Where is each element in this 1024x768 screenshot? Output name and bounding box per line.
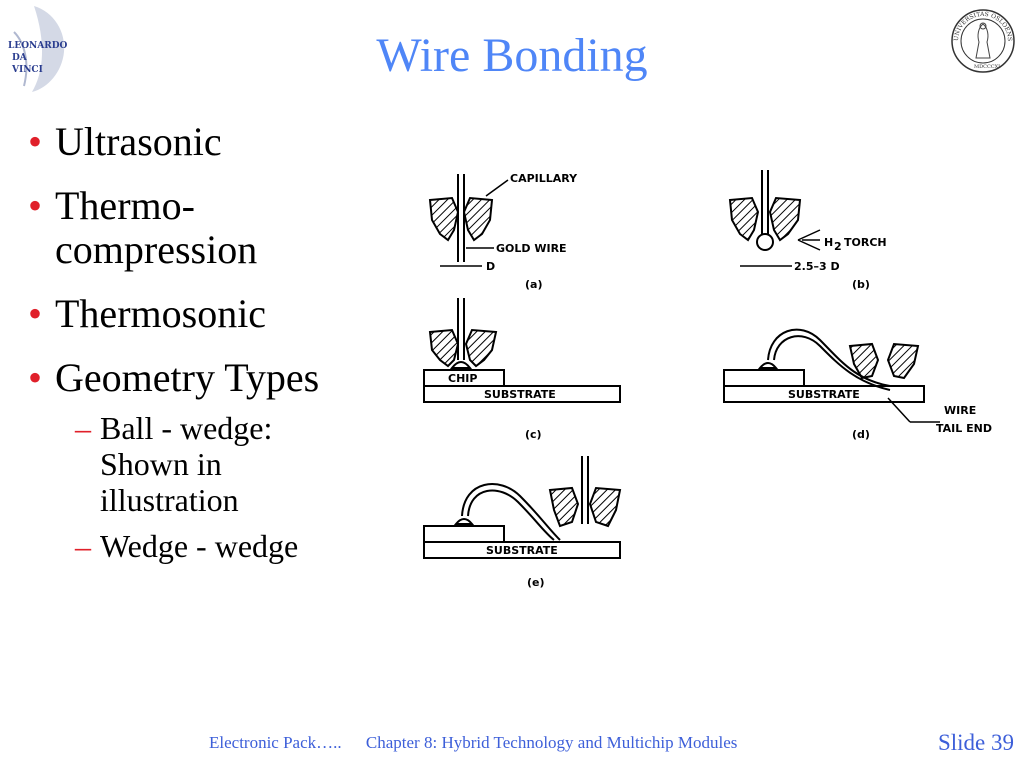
bullet-marker: •	[28, 119, 43, 164]
sub-bullet-text: Wedge - wedge	[100, 528, 299, 564]
sub-bullet-list: – Ball - wedge: Shown in illustration – …	[55, 410, 378, 564]
bullet-text: Thermosonic	[55, 291, 267, 336]
university-seal: UNIVERSITAS OSLOENSIS MDCCCXI	[950, 8, 1015, 73]
label-capillary: CAPILLARY	[510, 172, 578, 185]
bullet-text-cont: compression	[55, 227, 258, 272]
bullet-marker: •	[28, 355, 43, 400]
footer: Electronic Pack….. Chapter 8: Hybrid Tec…	[209, 733, 757, 753]
panel-d: SUBSTRATE WIRE TAIL END (d)	[723, 328, 992, 441]
bullet-geometry-types: • Geometry Types – Ball - wedge: Shown i…	[28, 355, 378, 565]
label-a: (a)	[525, 278, 542, 291]
panel-e: SUBSTRATE (e)	[423, 456, 622, 589]
sub-bullet-text: Ball - wedge:	[100, 410, 273, 446]
label-wire: WIRE	[944, 404, 976, 417]
label-d-panel: (d)	[852, 428, 870, 441]
label-dim: 2.5–3 D	[794, 260, 840, 273]
wire-bonding-diagram: CAPILLARY GOLD WIRE D (a) H 2 TORCH 2.5–…	[423, 170, 992, 589]
bullet-text: Geometry Types	[55, 355, 320, 400]
panel-a: CAPILLARY GOLD WIRE D (a)	[428, 172, 578, 291]
label-substrate-e: SUBSTRATE	[486, 544, 558, 557]
panel-c: CHIP SUBSTRATE (c)	[423, 298, 621, 441]
logo-text-2: DA	[12, 53, 28, 63]
svg-text:MDCCCXI: MDCCCXI	[974, 64, 1000, 70]
slide-title: Wire Bonding	[376, 29, 648, 82]
bullet-text: Thermo-	[55, 183, 195, 228]
slide-number: Slide 39	[937, 730, 1014, 755]
bullet-text: Ultrasonic	[55, 119, 222, 164]
label-substrate-c: SUBSTRATE	[484, 388, 556, 401]
bullet-marker: •	[28, 291, 43, 336]
bullet-thermo-compression: • Thermo- compression	[28, 184, 378, 272]
footer-course: Electronic Pack…..	[209, 733, 342, 752]
footer-chapter: Chapter 8: Hybrid Technology and Multich…	[365, 733, 738, 752]
panel-b: H 2 TORCH 2.5–3 D (b)	[728, 170, 887, 291]
label-torch: TORCH	[844, 236, 887, 249]
leonardo-da-vinci-logo: LEONARDO DA VINCI	[8, 6, 68, 92]
label-c: (c)	[525, 428, 542, 441]
label-2: 2	[834, 240, 842, 253]
label-gold-wire: GOLD WIRE	[496, 242, 567, 255]
label-substrate-d: SUBSTRATE	[788, 388, 860, 401]
label-chip: CHIP	[448, 372, 477, 385]
label-h: H	[824, 236, 833, 249]
sub-bullet-text: illustration	[100, 482, 239, 518]
label-e: (e)	[527, 576, 545, 589]
sub-bullet-text: Shown in	[100, 446, 222, 482]
bullet-thermosonic: • Thermosonic	[28, 292, 378, 336]
bullet-marker: •	[28, 183, 43, 228]
dash-marker: –	[75, 528, 91, 564]
label-tail-end: TAIL END	[936, 422, 992, 435]
sub-bullet-ball-wedge: – Ball - wedge: Shown in illustration	[55, 410, 378, 518]
dash-marker: –	[75, 410, 91, 446]
sub-bullet-wedge-wedge: – Wedge - wedge	[55, 528, 378, 564]
logo-text-3: VINCI	[11, 65, 43, 75]
logo-text-1: LEONARDO	[8, 41, 68, 51]
bullet-ultrasonic: • Ultrasonic	[28, 120, 378, 164]
label-d: D	[486, 260, 495, 273]
label-b: (b)	[852, 278, 870, 291]
bullet-list: • Ultrasonic • Thermo- compression • The…	[28, 120, 378, 584]
